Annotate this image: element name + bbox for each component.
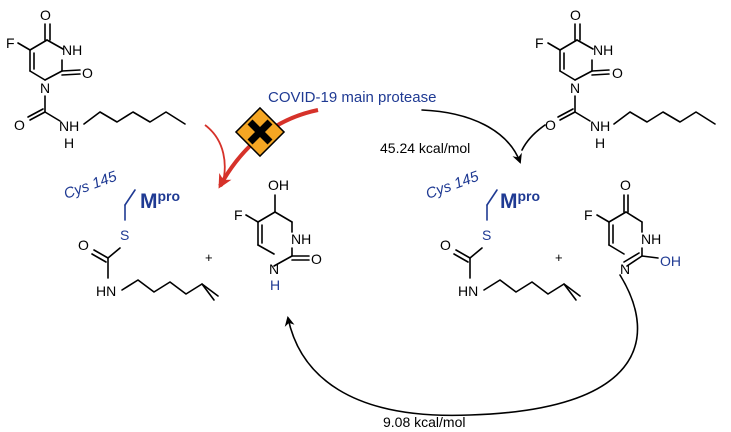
- atom-n: N: [620, 261, 630, 277]
- atom-o: O: [78, 237, 89, 253]
- atom-n: N: [40, 80, 50, 96]
- atom-o: O: [14, 117, 25, 133]
- plus-sign: +: [205, 250, 213, 265]
- atom-o: O: [620, 177, 631, 193]
- prodrug-molecule-left: O NH O F N O NH H: [6, 7, 186, 151]
- atom-nh: NH: [62, 42, 82, 58]
- atom-nh: NH: [593, 42, 613, 58]
- atom-f: F: [584, 207, 593, 223]
- atom-o: O: [570, 7, 581, 23]
- atom-hn: HN: [458, 283, 478, 299]
- atom-oh: OH: [268, 177, 289, 193]
- forward-energy-label: 45.24 kcal/mol: [380, 140, 470, 156]
- atom-o: O: [612, 65, 623, 81]
- atom-f: F: [535, 35, 544, 51]
- atom-s: S: [482, 227, 491, 243]
- forward-arrow-branch: [521, 124, 546, 151]
- atom-o: O: [440, 237, 451, 253]
- fluorouracil-right: O NH OH F N: [584, 177, 681, 277]
- atom-f: F: [234, 207, 243, 223]
- atom-h: H: [595, 135, 605, 151]
- return-arrow: [284, 274, 639, 417]
- atom-h: H: [64, 135, 74, 151]
- atom-o: O: [545, 117, 556, 133]
- atom-s: S: [120, 227, 129, 243]
- mpro-label: Mpro: [500, 188, 540, 213]
- atom-oh-blue: OH: [660, 253, 681, 269]
- protease-label: COVID-19 main protease: [268, 89, 436, 106]
- atom-f: F: [6, 35, 15, 51]
- atom-nh: NH: [59, 118, 79, 134]
- atom-h-blue: H: [270, 277, 280, 293]
- plus-sign: +: [555, 250, 563, 265]
- block-icon: [234, 106, 286, 158]
- mpro-label: Mpro: [140, 188, 180, 213]
- forward-arrow: [421, 109, 522, 164]
- prodrug-molecule-right: O NH O F N O NH H: [535, 7, 716, 151]
- atom-o: O: [311, 251, 322, 267]
- atom-o: O: [82, 65, 93, 81]
- fluorouracil-left: OH NH O F H N: [234, 177, 322, 293]
- cys145-label: Cys 145: [62, 168, 120, 203]
- atom-nh: NH: [590, 118, 610, 134]
- atom-hn: HN: [96, 283, 116, 299]
- cys145-label: Cys 145: [424, 168, 482, 203]
- covalent-adduct-left: Cys 145 Mpro S O HN: [62, 168, 219, 301]
- atom-nh: NH: [641, 231, 661, 247]
- atom-o: O: [40, 7, 51, 23]
- return-energy-label: 9.08 kcal/mol: [383, 414, 465, 430]
- atom-n: N: [570, 80, 580, 96]
- inhibited-arrow-branch: [204, 124, 226, 187]
- atom-nh: NH: [291, 231, 311, 247]
- atom-n: N: [269, 261, 279, 277]
- covalent-adduct-right: Cys 145 Mpro S O HN: [424, 168, 581, 301]
